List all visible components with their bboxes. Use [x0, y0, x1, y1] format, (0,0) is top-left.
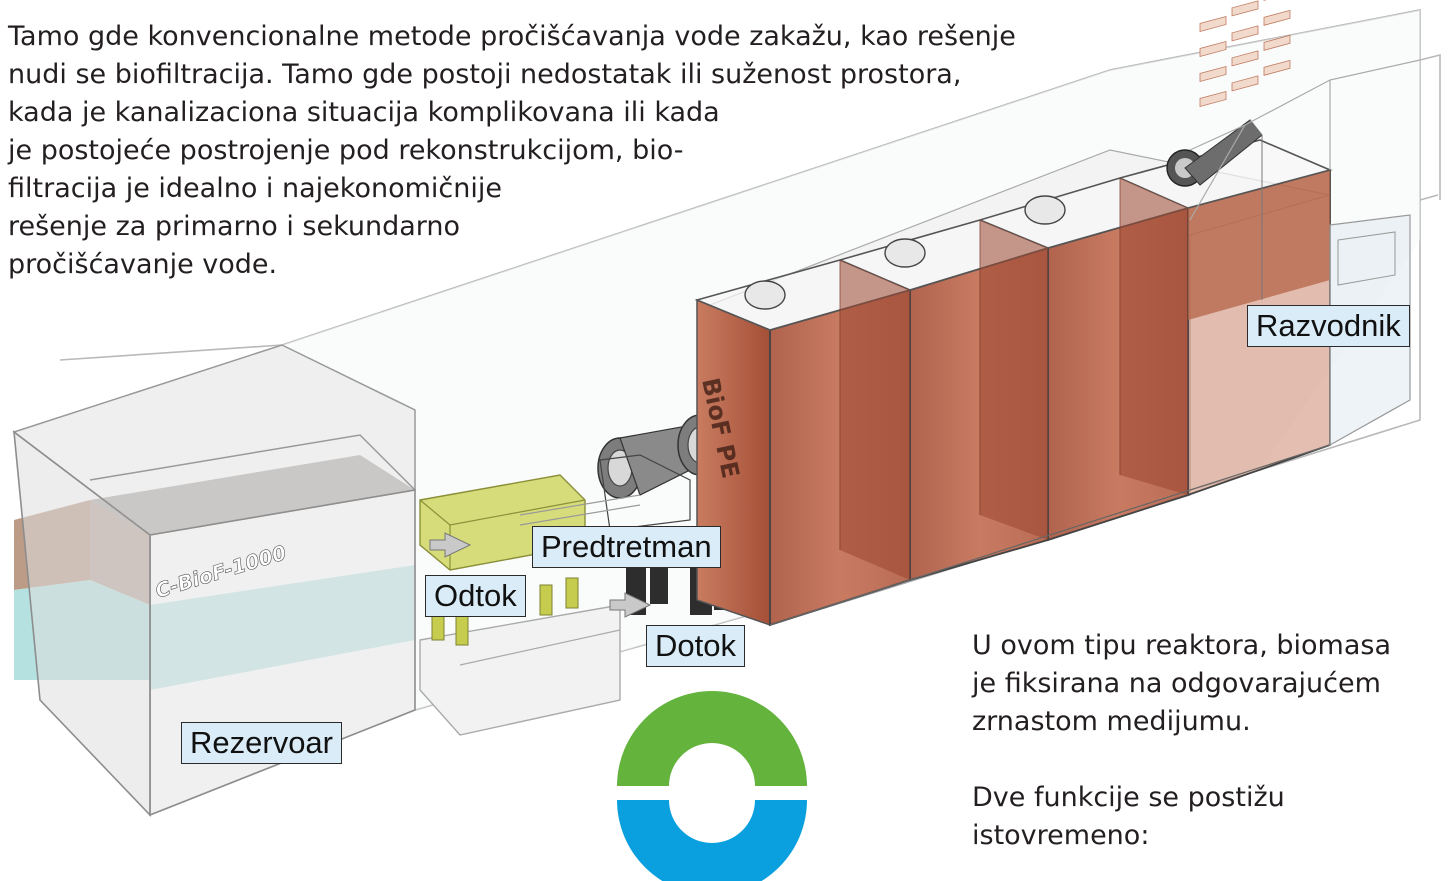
- company-logo: [617, 691, 807, 881]
- label-rezervoar: Rezervoar: [181, 722, 342, 764]
- intro-line: rešenje za primarno i sekundarno: [8, 211, 461, 242]
- intro-paragraph: Tamo gde konvencionalne metode pročišćav…: [8, 18, 1088, 284]
- intro-line: nudi se biofiltracija. Tamo gde postoji …: [8, 59, 962, 90]
- intro-line: je postojeće postrojenje pod rekonstrukc…: [8, 135, 684, 166]
- side-line: U ovom tipu reaktora, biomasa: [972, 630, 1392, 661]
- side-line: Dve funkcije se postižu: [972, 782, 1285, 813]
- label-dotok: Dotok: [646, 625, 745, 667]
- label-predtretman: Predtretman: [532, 526, 721, 568]
- side-line: zrnastom medijumu.: [972, 706, 1251, 737]
- intro-line: kada je kanalizaciona situacija kompliko…: [8, 97, 720, 128]
- intro-line: pročišćavanje vode.: [8, 249, 278, 280]
- label-razvodnik: Razvodnik: [1247, 305, 1410, 347]
- side-gap: [972, 741, 1452, 779]
- distributor-grid: [1199, 0, 1291, 107]
- intro-line: filtracija je idealno i najekonomičnije: [8, 173, 502, 204]
- side-paragraph: U ovom tipu reaktora, biomasa je fiksira…: [972, 627, 1452, 855]
- intro-line: Tamo gde konvencionalne metode pročišćav…: [8, 21, 1016, 52]
- label-odtok: Odtok: [425, 575, 526, 617]
- side-line: je fiksirana na odgovarajućem: [972, 668, 1381, 699]
- side-line: istovremeno:: [972, 820, 1150, 851]
- reservoir-tank: C-BioF-1000: [12, 344, 416, 817]
- reactor-block: BioF PE: [694, 0, 1421, 627]
